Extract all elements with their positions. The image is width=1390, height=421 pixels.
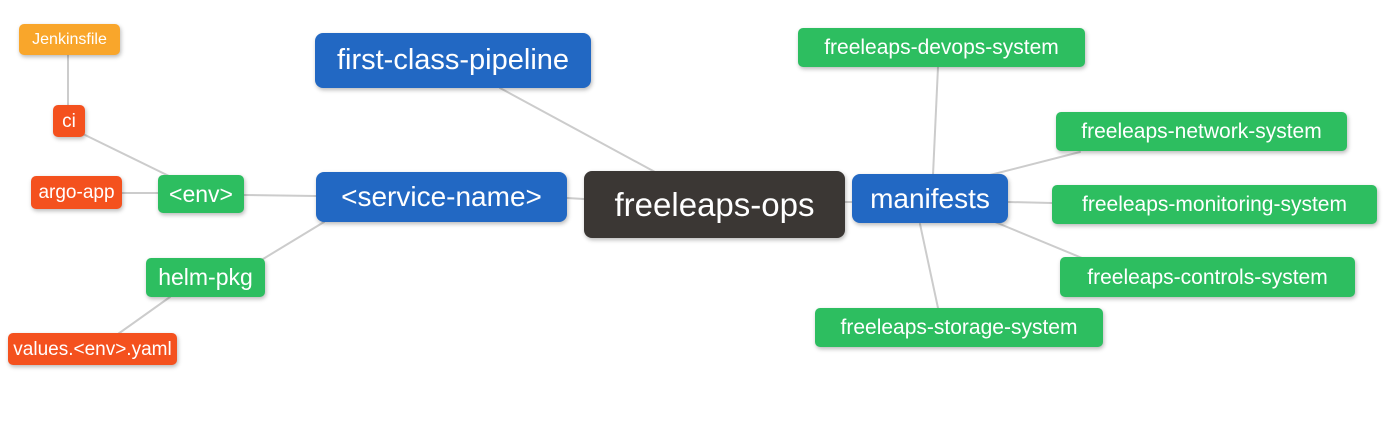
edge-manifests-to-freeleaps-devops-system [932,66,939,176]
edge-first-class-pipeline-to-freeleaps-ops [499,87,656,173]
edge-helm-pkg-to-values-env-yaml [117,296,171,335]
node-manifests[interactable]: manifests [852,174,1008,223]
node-first-class-pipeline[interactable]: first-class-pipeline [315,33,591,88]
node-helm-pkg[interactable]: helm-pkg [146,258,265,297]
node-freeleaps-devops-system[interactable]: freeleaps-devops-system [798,28,1085,67]
node-service-name[interactable]: <service-name> [316,172,567,222]
node-argo-app[interactable]: argo-app [31,176,122,209]
node-freeleaps-ops[interactable]: freeleaps-ops [584,171,845,238]
node-ci[interactable]: ci [53,105,85,137]
node-jenkinsfile[interactable]: Jenkinsfile [19,24,120,55]
node-freeleaps-monitoring-system[interactable]: freeleaps-monitoring-system [1052,185,1377,224]
edge-service-name-to-helm-pkg [262,221,325,260]
edge-ci-to-env [82,133,172,178]
edge-service-name-to-freeleaps-ops [566,197,585,200]
node-freeleaps-storage-system[interactable]: freeleaps-storage-system [815,308,1103,347]
edge-manifests-to-freeleaps-monitoring-system [1007,201,1053,204]
node-freeleaps-controls-system[interactable]: freeleaps-controls-system [1060,257,1355,297]
node-env[interactable]: <env> [158,175,244,213]
node-values-env-yaml[interactable]: values.<env>.yaml [8,333,177,365]
edge-manifests-to-freeleaps-controls-system [994,221,1083,259]
node-freeleaps-network-system[interactable]: freeleaps-network-system [1056,112,1347,151]
edge-manifests-to-freeleaps-network-system [989,151,1081,176]
edge-env-to-service-name [243,194,317,197]
edge-manifests-to-freeleaps-storage-system [919,223,939,309]
